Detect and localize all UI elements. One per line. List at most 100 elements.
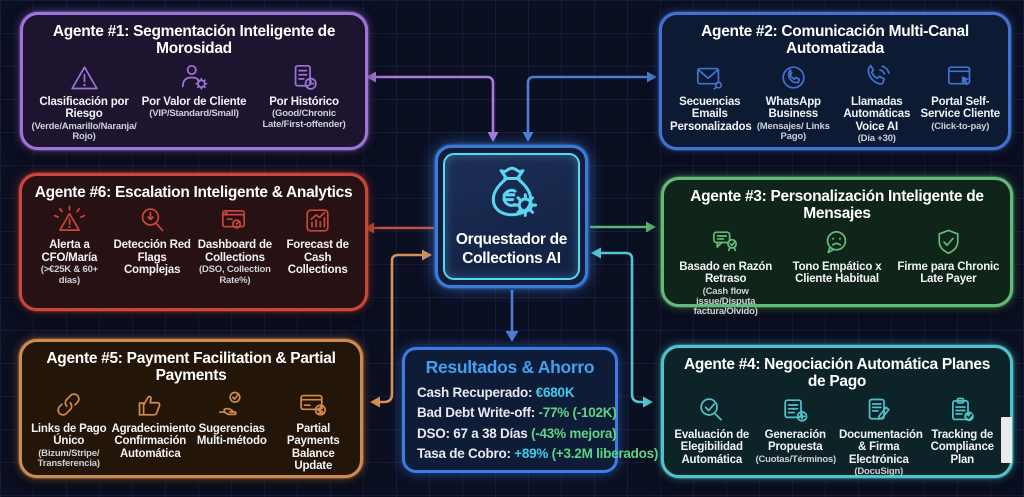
result-value: -77% (-102K) [538, 405, 617, 421]
connector-agent4-head-right [643, 396, 653, 408]
result-value: Tasa de Cobro: [417, 445, 515, 461]
risk-warning-icon [31, 61, 137, 94]
reason-chat-icon [672, 226, 779, 259]
agent-title: Agente #2: Comunicación Multi-Canal Auto… [701, 23, 969, 58]
result-row: Tasa de Cobro: +89% (+3.2M liberados) [417, 444, 658, 464]
agent-items-row: Basado en Razón Retraso(Cash flow issue/… [670, 226, 1004, 318]
agent-item[interactable]: Firme para Chronic Late Payer [893, 226, 1004, 286]
agent-item-label: Portal Self-Service Cliente [920, 95, 1001, 121]
agent-item[interactable]: Tracking de Compliance Plan [921, 394, 1005, 466]
agent-item[interactable]: Documentación & Firma Electrónica(DocuSi… [837, 394, 923, 478]
agent-item-label: Sugerencias Multi-método [196, 422, 267, 448]
result-row: DSO: 67 a 38 Días (-43% mejora) [417, 424, 617, 444]
connector-agent5-head-left [370, 396, 380, 408]
agent-items-row: Clasificación por Riesgo(Verde/Amarillo/… [29, 61, 359, 143]
agent-item[interactable]: Partial Payments Balance Update [273, 388, 355, 473]
agent-item-sub: (Click-to-pay) [931, 120, 990, 132]
result-value: Bad Debt Write-off: [417, 405, 539, 421]
agent-item-sub: (Día +30) [857, 132, 896, 144]
orchestrator-inner-panel: Orquestador de Collections AI [443, 153, 580, 280]
agent-title: Agente #5: Payment Facilitation & Partia… [46, 350, 336, 385]
partial-card-icon [275, 388, 353, 421]
agent-title: Agente #1: Segmentación Inteligente de M… [52, 23, 336, 58]
agent-item-label: Detección Red Flags Complejas [113, 239, 191, 277]
agent-item[interactable]: Clasificación por Riesgo(Verde/Amarillo/… [29, 61, 139, 143]
agent-item[interactable]: Detección Red Flags Complejas [111, 204, 194, 276]
agent-item[interactable]: Basado en Razón Retraso(Cash flow issue/… [670, 226, 781, 318]
voice-call-icon [837, 61, 917, 94]
connector-agent1-head-down [487, 132, 499, 142]
connector-agent2-head-down [522, 132, 534, 142]
agent-item-label: Tracking de Compliance Plan [930, 428, 994, 466]
agent-item[interactable]: Por Histórico(Good/Chronic Late/First-of… [249, 61, 359, 130]
connector-results-head-down [505, 331, 519, 342]
agent-item-label: Alerta a CFO/María [41, 239, 98, 264]
email-icon [670, 61, 750, 94]
agent-item[interactable]: Forecast de Cash Collections [276, 204, 359, 276]
orchestrator-node[interactable]: Orquestador de Collections AI [435, 145, 588, 288]
connector-agent2 [526, 75, 654, 138]
agent-box-a4[interactable]: Agente #4: Negociación Automática Planes… [661, 345, 1013, 478]
agent-item[interactable]: Sugerencias Multi-método [191, 388, 273, 448]
agent-item[interactable]: Portal Self-Service Cliente(Click-to-pay… [919, 61, 1003, 132]
agent-item[interactable]: Agradecimiento Confirmación Automática [110, 388, 196, 460]
results-title: Resultados & Ahorro [425, 357, 595, 377]
agent-box-a2[interactable]: Agente #2: Comunicación Multi-Canal Auto… [659, 12, 1011, 150]
agent-item[interactable]: Alerta a CFO/María(>€25K & 60+ días) [28, 204, 111, 286]
agent-box-a1[interactable]: Agente #1: Segmentación Inteligente de M… [20, 12, 368, 150]
agent-item-sub: (Good/Chronic Late/First-offender) [262, 108, 346, 130]
payment-link-icon [30, 388, 108, 421]
agent-item[interactable]: Secuencias Emails Personalizados [668, 61, 752, 133]
agent-item-label: Dashboard de Collections [197, 239, 273, 264]
money-bag-gear-icon [483, 164, 541, 227]
agent-item[interactable]: Llamadas Automáticas Voice AI(Día +30) [835, 61, 919, 145]
result-row: Bad Debt Write-off: -77% (-102K) [417, 403, 617, 423]
agent-item-label: Tono Empático x Cliente Habitual [792, 260, 882, 286]
results-box: Resultados & Ahorro Cash Recuperado: €68… [402, 347, 658, 473]
agent-title: Agente #4: Negociación Automática Planes… [683, 356, 991, 391]
eligibility-check-icon [672, 394, 752, 427]
empathy-face-icon [783, 226, 890, 259]
redflag-search-icon [113, 204, 192, 237]
thumbs-up-icon [112, 388, 190, 421]
compliance-clipboard-icon [923, 394, 1003, 427]
agent-box-a6[interactable]: Agente #6: Escalation Inteligente & Anal… [19, 173, 368, 311]
alert-siren-icon [30, 204, 109, 237]
firm-shield-icon [895, 226, 1002, 259]
connector-agent1 [369, 75, 495, 138]
result-value: €680K [535, 385, 575, 400]
agent-item-sub: (Cash flow issue/Disputa factura/Olvido) [693, 285, 758, 318]
agent-item-label: Por Histórico [269, 95, 339, 108]
agent-item-label: Por Valor de Cliente [141, 95, 247, 108]
agent-item[interactable]: Por Valor de Cliente(VIP/Standard/Small) [139, 61, 249, 120]
connector-agent4-head-left [591, 247, 601, 259]
forecast-chart-icon [278, 204, 357, 237]
connector-agent5-head-right [422, 249, 432, 261]
agent-item-sub: (Verde/Amarillo/Naranja/ Rojo) [31, 120, 137, 142]
agent-item-label: Llamadas Automáticas Voice AI [843, 95, 911, 133]
agent-items-row: Alerta a CFO/María(>€25K & 60+ días)Dete… [28, 204, 359, 286]
agent-item[interactable]: Evaluación de Elegibilidad Automática [670, 394, 754, 466]
agent-item-sub: (Mensajes/ Links Pago) [756, 120, 830, 142]
agent-item[interactable]: Tono Empático x Cliente Habitual [781, 226, 892, 286]
agent-item-label: Forecast de Cash Collections [286, 239, 349, 277]
agent-item[interactable]: Links de Pago Único(Bizum/Stripe/ Transf… [28, 388, 110, 470]
agent-items-row: Links de Pago Único(Bizum/Stripe/ Transf… [28, 388, 354, 473]
agent-item-label: Firme para Chronic Late Payer [897, 260, 1000, 286]
agent-box-a3[interactable]: Agente #3: Personalización Inteligente d… [661, 177, 1013, 317]
esign-doc-icon [839, 394, 919, 427]
result-value: DSO: 67 a 38 Días [417, 425, 532, 441]
whatsapp-icon [754, 61, 834, 94]
agent-item[interactable]: WhatsApp Business(Mensajes/ Links Pago) [752, 61, 836, 143]
agent-item-label: Evaluación de Elegibilidad Automática [674, 428, 750, 466]
result-value: (-43% mejora) [531, 425, 617, 441]
agent-box-a5[interactable]: Agente #5: Payment Facilitation & Partia… [19, 339, 363, 478]
text-cursor-artifact [1001, 417, 1012, 463]
agent-item[interactable]: Generación Propuesta(Cuotas/Términos) [754, 394, 838, 465]
result-value: +89% [514, 445, 549, 461]
agent-item-label: Generación Propuesta [764, 428, 826, 454]
agent-item[interactable]: Dashboard de Collections(DSO, Collection… [194, 204, 277, 286]
